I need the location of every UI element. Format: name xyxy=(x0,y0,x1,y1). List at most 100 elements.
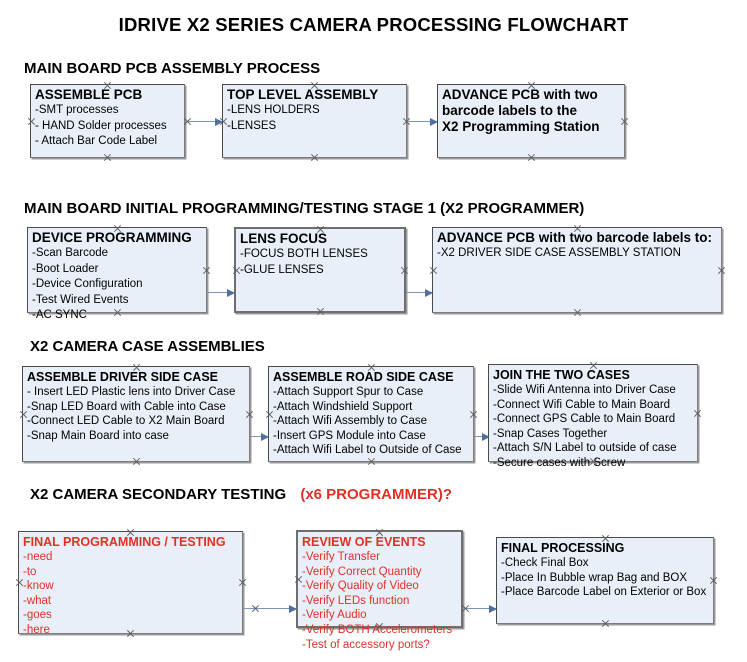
box-line: -Device Configuration xyxy=(32,278,143,290)
process-box-advance-pcb-to-driver-side-case-station[interactable]: ADVANCE PCB with two barcode labels to: … xyxy=(432,227,722,313)
box-content: JOIN THE TWO CASES -Slide Wifi Antenna i… xyxy=(493,367,695,471)
connector-arrow[interactable] xyxy=(250,432,269,441)
box-line: - Attach Bar Code Label xyxy=(35,135,158,147)
box-line: -Place Barcode Label on Exterior or Box xyxy=(501,586,707,599)
connector-arrow[interactable] xyxy=(186,117,223,126)
box-line: -X2 DRIVER SIDE CASE ASSEMBLY STATION xyxy=(437,247,681,259)
box-line: -know xyxy=(23,580,54,593)
box-line: -Snap Main Board into case xyxy=(27,429,169,442)
box-line: -Verify BOTH Accelerometers xyxy=(302,623,453,636)
box-line: -Connect GPS Cable to Main Board xyxy=(493,413,676,426)
connector-arrow[interactable] xyxy=(408,117,438,126)
process-box-assemble-pcb[interactable]: ASSEMBLE PCB -SMT processes - HAND Solde… xyxy=(30,84,185,158)
resize-handle-bottom[interactable] xyxy=(132,457,141,466)
box-content: ASSEMBLE DRIVER SIDE CASE - Insert LED P… xyxy=(27,369,247,443)
box-line: -Snap Cases Together xyxy=(493,427,608,440)
box-title: ADVANCE PCB with two barcode labels to: xyxy=(437,230,713,245)
box-line: -Verify Quality of Video xyxy=(302,580,419,593)
box-line: - Insert LED Plastic lens into Driver Ca… xyxy=(27,386,236,398)
section-header-main-board-initial-programming: MAIN BOARD INITIAL PROGRAMMING/TESTING S… xyxy=(24,200,584,217)
process-box-final-processing[interactable]: FINAL PROCESSING -Check Final Box -Place… xyxy=(496,537,714,624)
box-content: LENS FOCUS -FOCUS BOTH LENSES -GLUE LENS… xyxy=(240,231,402,278)
section-header-text: X2 CAMERA CASE ASSEMBLIES xyxy=(30,338,265,355)
box-line: -Connect LED Cable to X2 Main Board xyxy=(27,415,225,428)
connector-arrow[interactable] xyxy=(464,604,497,613)
resize-handle-bottom[interactable] xyxy=(316,307,325,316)
box-title: ASSEMBLE DRIVER SIDE CASE xyxy=(27,370,219,384)
box-title: LENS FOCUS xyxy=(240,231,328,246)
box-line: -SMT processes xyxy=(35,104,119,116)
process-box-device-programming[interactable]: DEVICE PROGRAMMING -Scan Barcode -Boot L… xyxy=(27,227,207,321)
box-line: - HAND Solder processes xyxy=(35,119,167,132)
page-title: IDRIVE X2 SERIES CAMERA PROCESSING FLOWC… xyxy=(118,14,629,35)
section-header-note: (x6 PROGRAMMER)? xyxy=(300,486,452,503)
box-title: ASSEMBLE PCB xyxy=(35,87,143,102)
connector-arrow[interactable] xyxy=(407,288,433,297)
box-content: FINAL PROCESSING -Check Final Box -Place… xyxy=(501,540,711,600)
box-title: TOP LEVEL ASSEMBLY xyxy=(227,87,379,102)
box-line: -Slide Wifi Antenna into Driver Case xyxy=(493,384,676,396)
resize-handle-bottom[interactable] xyxy=(103,153,112,162)
box-content: ASSEMBLE ROAD SIDE CASE -Attach Support … xyxy=(273,369,471,458)
resize-handle-bottom[interactable] xyxy=(601,619,610,628)
box-line: -what xyxy=(23,594,52,607)
section-header-main-board-pcb-assembly: MAIN BOARD PCB ASSEMBLY PROCESS xyxy=(24,60,320,77)
box-content: FINAL PROGRAMMING / TESTING -need -to -k… xyxy=(23,534,240,638)
box-title: JOIN THE TWO CASES xyxy=(493,368,630,382)
box-line: -to xyxy=(23,565,37,578)
process-box-join-the-two-cases[interactable]: JOIN THE TWO CASES -Slide Wifi Antenna i… xyxy=(488,364,698,469)
box-line: -Attach Support Spur to Case xyxy=(273,386,424,398)
process-box-assemble-road-side-case[interactable]: ASSEMBLE ROAD SIDE CASE -Attach Support … xyxy=(268,366,474,462)
section-header-x2-camera-secondary-testing: X2 CAMERA SECONDARY TESTING (x6 PROGRAMM… xyxy=(30,486,452,503)
box-line: -Snap LED Board with Cable into Case xyxy=(27,400,226,413)
box-line: -Insert GPS Module into Case xyxy=(273,429,426,442)
box-line: -Attach Wifi Label to Outside of Case xyxy=(273,444,462,457)
box-content: REVIEW OF EVENTS -Verify Transfer -Verif… xyxy=(302,534,459,652)
box-line: -Verify Audio xyxy=(302,609,367,622)
process-box-lens-focus[interactable]: LENS FOCUS -FOCUS BOTH LENSES -GLUE LENS… xyxy=(234,227,406,313)
box-line: -Place In Bubble wrap Bag and BOX xyxy=(501,571,688,584)
box-line: -GLUE LENSES xyxy=(240,263,324,276)
box-line: -LENS HOLDERS xyxy=(227,104,320,116)
box-line: -Test Wired Events xyxy=(32,293,129,306)
box-line: -need xyxy=(23,551,53,563)
box-title: FINAL PROGRAMMING / TESTING xyxy=(23,535,226,549)
box-line: -FOCUS BOTH LENSES xyxy=(240,248,368,260)
box-line: -Verify Correct Quantity xyxy=(302,565,422,578)
box-line: -Attach Windshield Support xyxy=(273,400,413,413)
resize-handle-bottom[interactable] xyxy=(573,308,582,317)
box-line-overflow: -Test of accessory ports? xyxy=(302,638,430,651)
resize-handle-bottom[interactable] xyxy=(310,153,319,162)
box-line: -Check Final Box xyxy=(501,557,589,569)
process-box-top-level-assembly[interactable]: TOP LEVEL ASSEMBLY -LENS HOLDERS -LENSES xyxy=(222,84,407,158)
section-header-text: MAIN BOARD INITIAL PROGRAMMING/TESTING S… xyxy=(24,200,585,217)
box-content: ADVANCE PCB with two barcode labels to t… xyxy=(442,87,622,135)
box-line: -goes xyxy=(23,609,52,622)
box-title: ASSEMBLE ROAD SIDE CASE xyxy=(273,370,454,384)
box-line: -Secure cases with Screw xyxy=(493,456,626,469)
resize-handle-left[interactable] xyxy=(429,266,438,275)
connector-arrow[interactable] xyxy=(244,604,297,613)
process-box-advance-pcb-to-x2-programming-station[interactable]: ADVANCE PCB with two barcode labels to t… xyxy=(437,84,625,158)
box-line: -Verify LEDs function xyxy=(302,594,410,607)
section-header-text: MAIN BOARD PCB ASSEMBLY PROCESS xyxy=(24,60,321,77)
section-header-text: X2 CAMERA SECONDARY TESTING xyxy=(30,486,287,503)
box-title: FINAL PROCESSING xyxy=(501,541,625,555)
box-title: DEVICE PROGRAMMING xyxy=(32,230,192,245)
process-box-review-of-events[interactable]: REVIEW OF EVENTS -Verify Transfer -Verif… xyxy=(296,530,463,651)
connector-arrow[interactable] xyxy=(474,432,490,441)
connector-arrow[interactable] xyxy=(208,288,235,297)
box-line: -Connect Wifi Cable to Main Board xyxy=(493,398,671,411)
process-box-final-programming-testing[interactable]: FINAL PROGRAMMING / TESTING -need -to -k… xyxy=(18,531,243,636)
box-title-line2: barcode labels to the xyxy=(442,103,578,118)
process-box-assemble-driver-side-case[interactable]: ASSEMBLE DRIVER SIDE CASE - Insert LED P… xyxy=(22,366,250,462)
box-line: -Attach Wifi Assembly to Case xyxy=(273,415,428,428)
box-line: -LENSES xyxy=(227,119,277,132)
resize-handle-bottom[interactable] xyxy=(527,153,536,162)
section-header-x2-camera-case-assemblies: X2 CAMERA CASE ASSEMBLIES xyxy=(30,338,265,355)
box-line: -Scan Barcode xyxy=(32,247,109,259)
resize-handle-right[interactable] xyxy=(717,266,726,275)
box-line: -Verify Transfer xyxy=(302,551,380,563)
box-title: REVIEW OF EVENTS xyxy=(302,535,426,549)
box-line: -Attach S/N Label to outside of case xyxy=(493,442,677,455)
